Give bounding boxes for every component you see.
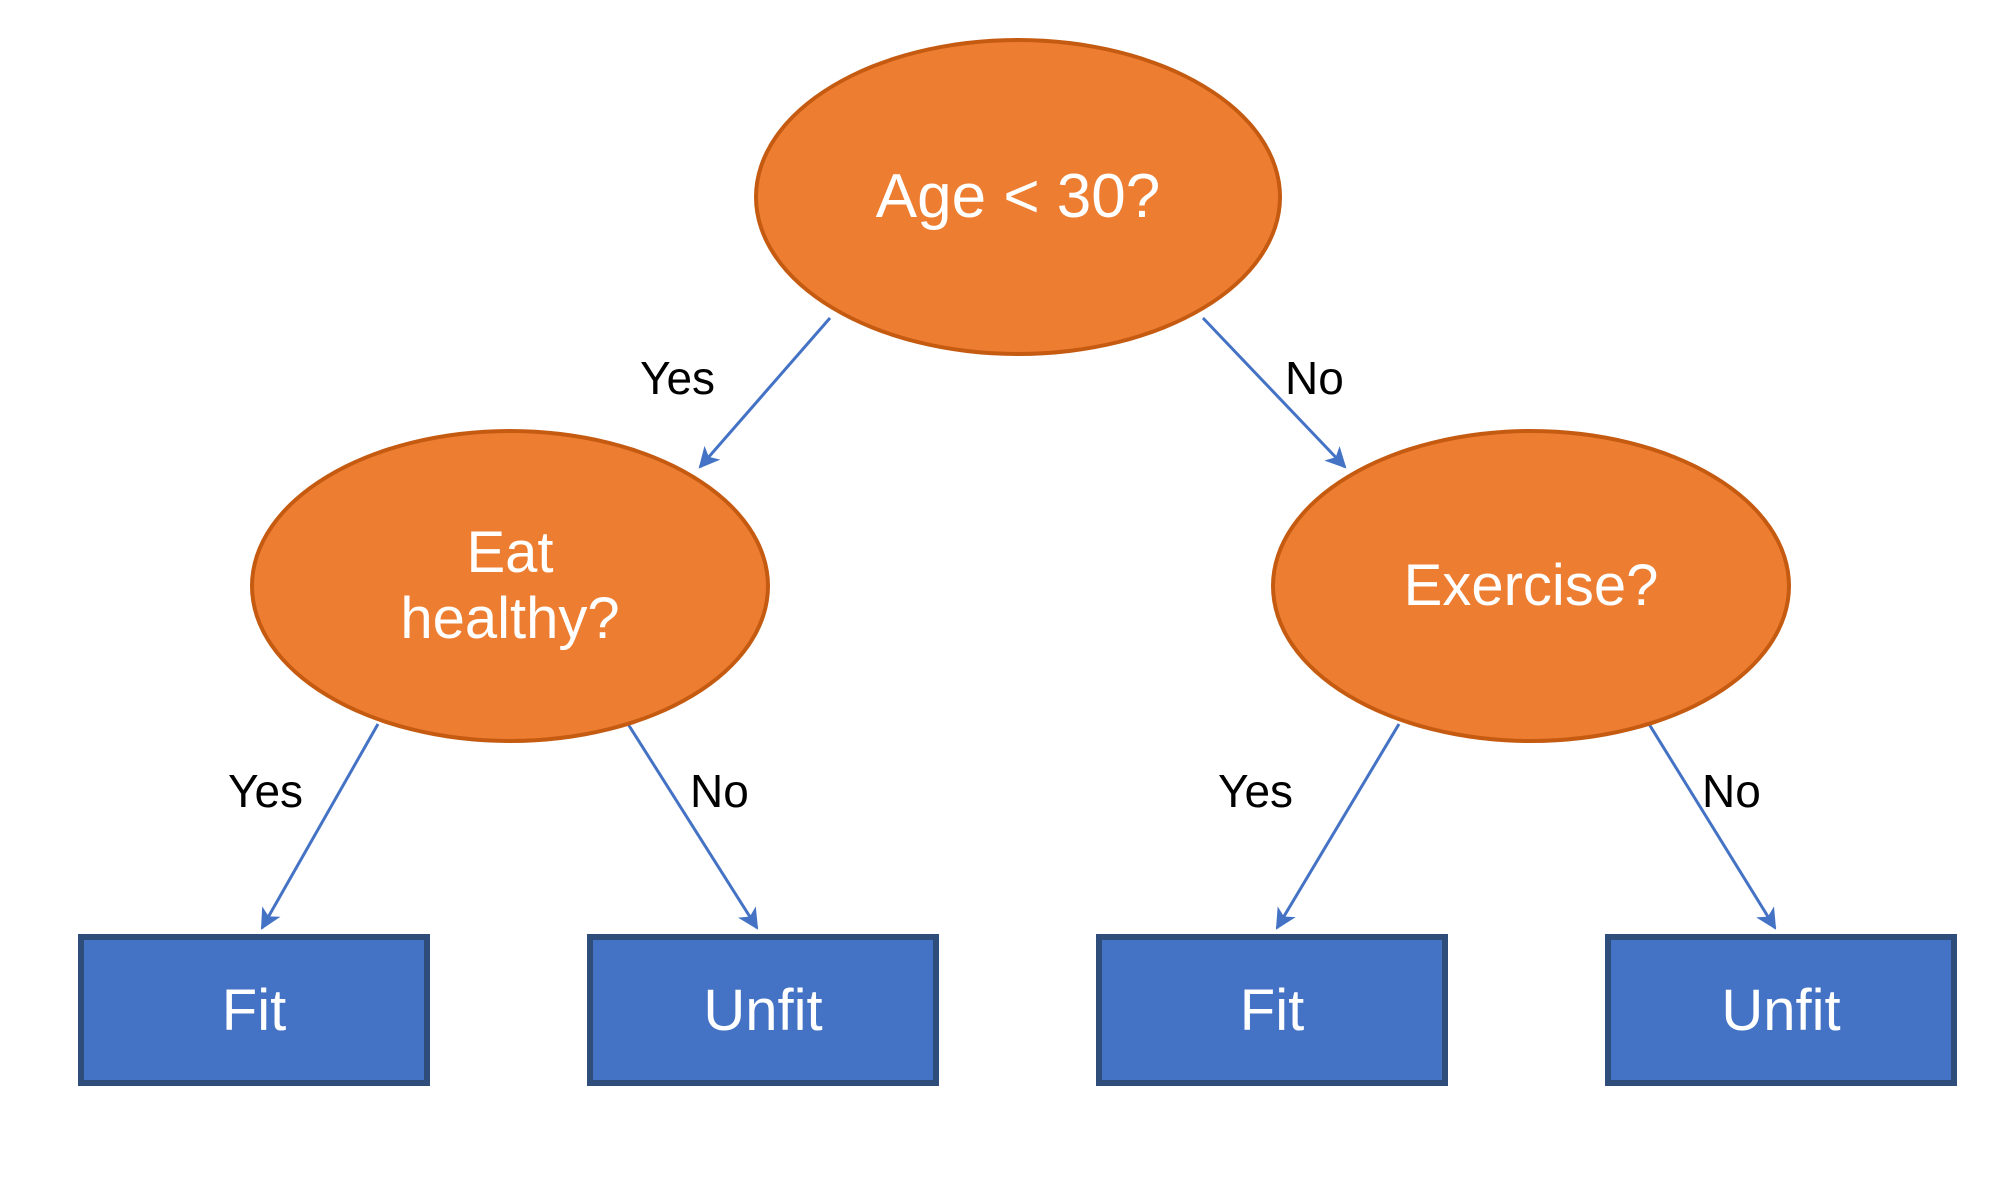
leaf-node-unfit-1[interactable]: Unfit	[587, 934, 939, 1086]
decision-node-root[interactable]: Age < 30?	[754, 38, 1282, 356]
decision-node-eat-healthy[interactable]: Eat healthy?	[250, 429, 770, 743]
edge-e-root-eat	[698, 317, 832, 469]
edge-label-exercise-yes: Yes	[1218, 765, 1294, 817]
leaf-node-fit-2[interactable]: Fit	[1096, 934, 1448, 1086]
edge-label-exercise-no: No	[1702, 765, 1761, 817]
edge-e-exercise-unfit	[1647, 723, 1777, 930]
decision-node-root-label: Age < 30?	[875, 161, 1161, 231]
leaf-node-unfit-2-label: Unfit	[1721, 977, 1841, 1043]
decision-node-eat-healthy-label: Eat healthy?	[400, 519, 620, 651]
edge-e-eat-fit	[260, 723, 380, 930]
decision-node-exercise-label: Exercise?	[1403, 552, 1659, 618]
edge-label-eat-yes: Yes	[228, 765, 304, 817]
leaf-node-unfit-1-label: Unfit	[703, 977, 823, 1043]
leaf-node-fit-1[interactable]: Fit	[78, 934, 430, 1086]
edge-e-exercise-fit	[1275, 723, 1401, 930]
edge-e-eat-unfit	[626, 723, 759, 930]
leaf-node-unfit-2[interactable]: Unfit	[1605, 934, 1957, 1086]
decision-node-exercise[interactable]: Exercise?	[1271, 429, 1791, 743]
leaf-node-fit-1-label: Fit	[221, 977, 287, 1043]
edge-lines	[260, 316, 1777, 930]
edge-e-root-exercise	[1201, 316, 1347, 469]
edge-label-eat-no: No	[690, 765, 749, 817]
leaf-node-fit-2-label: Fit	[1239, 977, 1305, 1043]
edge-label-root-yes: Yes	[640, 352, 716, 404]
edge-label-root-no: No	[1285, 352, 1344, 404]
